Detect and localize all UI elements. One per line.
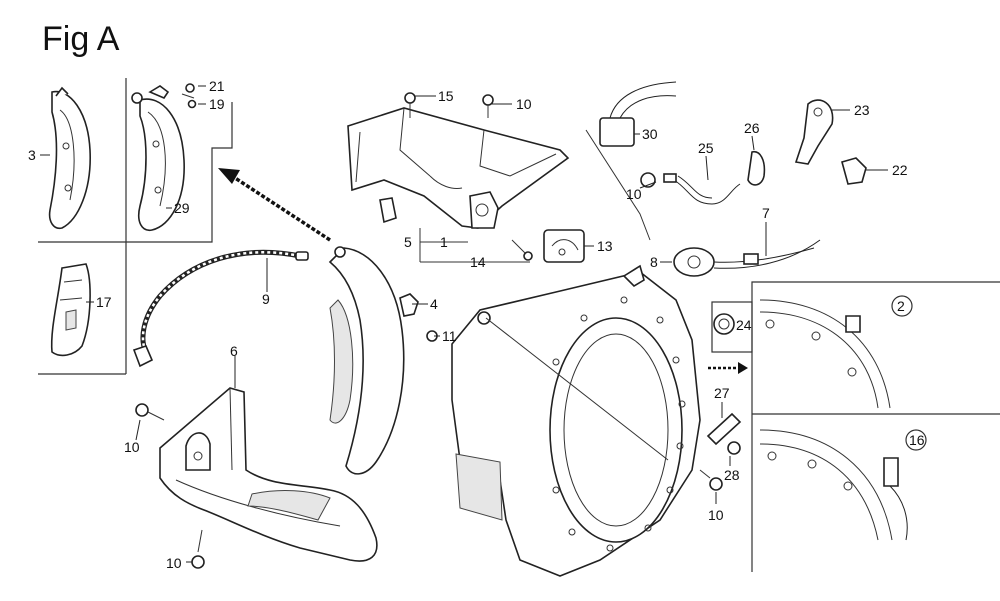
part-4-clip bbox=[399, 293, 438, 342]
part-6-lower-shroud bbox=[159, 387, 378, 562]
part-8-switch bbox=[673, 239, 821, 277]
callout-25: 25 bbox=[698, 140, 714, 156]
callout-14: 14 bbox=[470, 254, 486, 270]
callout-3: 3 bbox=[28, 147, 36, 163]
part-13-connector bbox=[543, 229, 585, 263]
callout-23: 23 bbox=[854, 102, 870, 118]
callout-labels: 21 19 3 29 17 9 6 10 10 15 10 5 1 14 13 … bbox=[28, 78, 925, 571]
bolts bbox=[135, 92, 723, 569]
callout-11: 11 bbox=[442, 328, 457, 344]
callout-7: 7 bbox=[762, 205, 770, 221]
detail-arrow bbox=[708, 362, 748, 374]
callout-26: 26 bbox=[744, 120, 760, 136]
callout-27: 27 bbox=[714, 385, 730, 401]
part-side-shroud bbox=[328, 246, 405, 475]
part-fan-housing bbox=[451, 264, 701, 577]
callout-15: 15 bbox=[438, 88, 454, 104]
callout-2: 2 bbox=[897, 298, 905, 314]
callout-17: 17 bbox=[96, 294, 112, 310]
callout-6: 6 bbox=[230, 343, 238, 359]
callout-28: 28 bbox=[724, 467, 740, 483]
callout-21: 21 bbox=[209, 78, 225, 94]
detail-inset-2 bbox=[751, 281, 1000, 572]
callout-22: 22 bbox=[892, 162, 908, 178]
callout-4: 4 bbox=[430, 296, 438, 312]
part-17-bracket bbox=[50, 263, 91, 357]
callout-1: 1 bbox=[440, 234, 448, 250]
callout-10-right: 10 bbox=[708, 507, 724, 523]
part-29-shroud-plate bbox=[131, 83, 197, 231]
callout-29: 29 bbox=[174, 200, 190, 216]
callout-16: 16 bbox=[909, 432, 925, 448]
callout-10-mid: 10 bbox=[626, 186, 642, 202]
callout-10-top: 10 bbox=[516, 96, 532, 112]
part-27-spacer bbox=[706, 412, 742, 455]
part-3-shroud-plate bbox=[48, 86, 91, 230]
figure-title: Fig A bbox=[42, 20, 120, 58]
part-panel-upper bbox=[347, 107, 570, 229]
callout-8: 8 bbox=[650, 254, 658, 270]
callout-5: 5 bbox=[404, 234, 412, 250]
callout-19: 19 bbox=[209, 96, 225, 112]
leader-lines bbox=[40, 85, 888, 563]
callout-13: 13 bbox=[597, 238, 613, 254]
guide-lines bbox=[419, 129, 651, 263]
part-25-wire bbox=[663, 173, 741, 205]
callout-10-left: 10 bbox=[124, 439, 140, 455]
part-23-bracket bbox=[794, 99, 834, 165]
inset-frame-left bbox=[38, 78, 233, 375]
part-24-grommet bbox=[711, 301, 753, 353]
callout-10-bottom: 10 bbox=[166, 555, 182, 571]
part-26-clamp bbox=[747, 151, 766, 186]
part-9-cable bbox=[132, 249, 309, 368]
callout-30: 30 bbox=[642, 126, 658, 142]
detail-inset-16 bbox=[759, 429, 927, 541]
callout-9: 9 bbox=[262, 291, 270, 307]
callout-24: 24 bbox=[736, 317, 752, 333]
direction-arrow bbox=[218, 168, 331, 242]
part-22-clip bbox=[841, 157, 867, 185]
